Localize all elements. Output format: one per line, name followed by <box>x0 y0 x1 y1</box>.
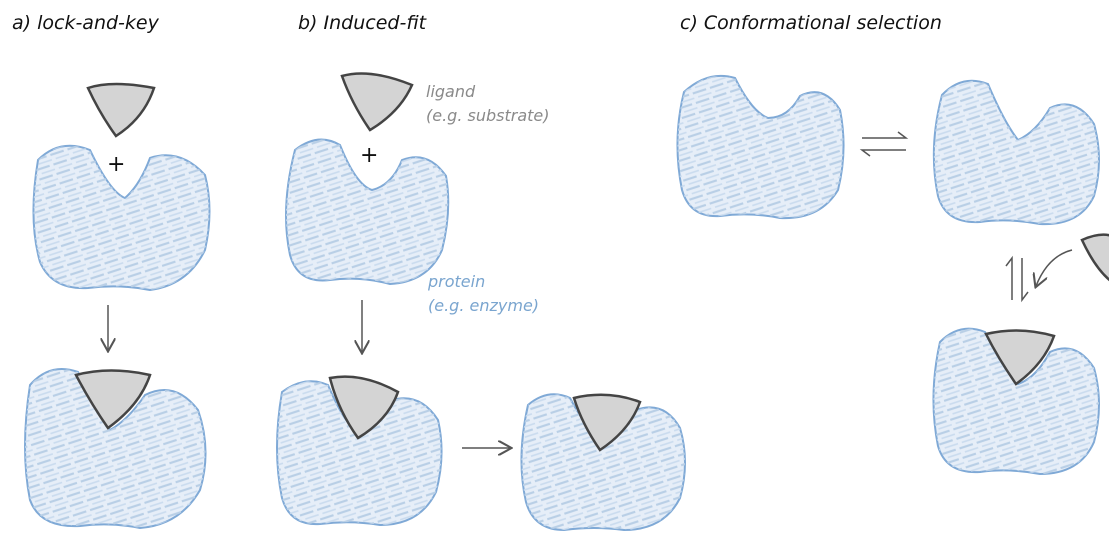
equilibrium-arrows-vertical <box>1006 258 1028 300</box>
arrow-c-ligand-approach <box>1036 250 1072 286</box>
protein-c-closed <box>934 81 1099 224</box>
protein-b-top <box>286 140 448 284</box>
ligand-a-free <box>88 84 154 136</box>
protein-a-top <box>33 146 209 290</box>
ligand-c-free <box>1082 235 1109 282</box>
equilibrium-arrows-horizontal <box>862 132 906 156</box>
ligand-b-free <box>342 73 412 130</box>
protein-c-open <box>677 76 843 218</box>
